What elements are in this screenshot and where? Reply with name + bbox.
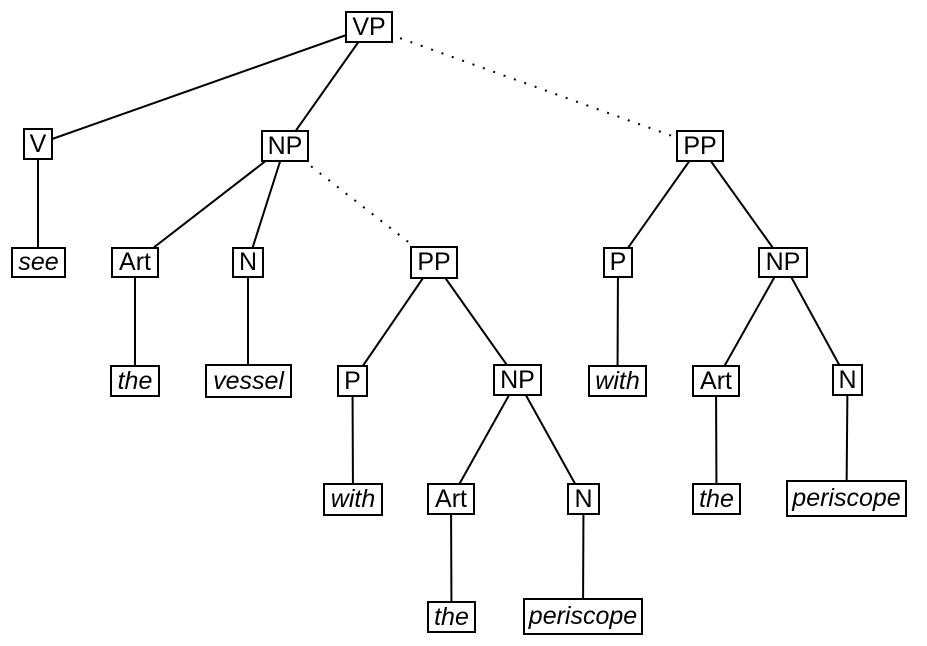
node-the-1: the [110,365,160,397]
node-vessel: vessel [205,364,292,398]
edge-vp-np [284,26,370,147]
node-n-mid: N [567,483,600,515]
node-np-1: NP [261,130,309,162]
edge-np-n [247,145,286,263]
node-see: see [11,247,66,278]
node-the-mid: the [427,601,476,633]
node-v: V [23,128,53,160]
edge-artright-the [715,380,718,500]
edge-vp-v [37,26,370,145]
edge-ppright-p [617,145,701,263]
edge-nright-periscope [845,379,849,499]
node-p-right: P [603,247,633,278]
node-periscope-mid: periscope [523,598,643,635]
node-with-right: with [588,365,647,397]
node-pp-right: PP [676,130,724,162]
node-art-mid: Art [427,483,475,515]
edge-np-art [134,145,286,263]
edge-ppmid-p [351,261,435,382]
node-pp-mid: PP [410,246,458,279]
edge-pmid-with [351,380,354,500]
node-np-mid: NP [493,364,542,396]
edge-nmid-periscope [582,498,585,617]
edge-npmid-art [450,379,519,500]
edge-pright-with [616,261,619,382]
edge-np-ppmid-dotted [284,145,435,263]
node-art-right: Art [692,365,740,397]
node-the-right: the [692,483,741,515]
edge-ppright-np [699,145,784,263]
node-art-1: Art [111,247,159,278]
edge-npright-art [715,261,784,382]
edge-npmid-n [516,379,585,500]
node-n-right: N [832,364,863,396]
node-with-mid: with [323,483,383,516]
node-n-1: N [232,247,264,278]
edge-artmid-the [450,498,453,618]
edge-npright-n [782,261,849,381]
node-periscope-right: periscope [786,480,907,517]
node-vp: VP [345,11,393,43]
node-np-right: NP [758,247,808,278]
edge-vp-ppright-dotted [368,26,701,147]
node-p-mid: P [337,365,368,397]
edge-ppmid-np [433,261,519,381]
